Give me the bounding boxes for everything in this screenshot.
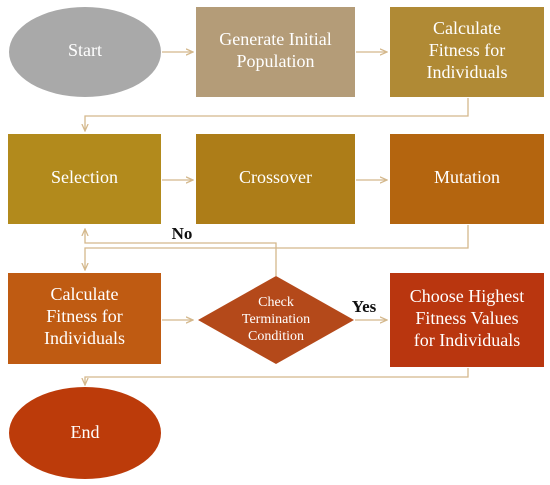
arrow-calculate-to-selection (85, 98, 469, 131)
arrow-choose-to-end (85, 368, 469, 385)
end-node: End (9, 387, 161, 479)
calculate-fitness-top-label-line: Calculate (433, 18, 501, 38)
selection-label: Selection (51, 167, 118, 187)
choose-highest-label-line: Choose Highest (410, 286, 525, 306)
calculate-fitness-bottom-label-line: Calculate (51, 284, 119, 304)
check-termination-shape (198, 276, 354, 364)
calculate-fitness-bottom-label-line: Fitness for (46, 306, 123, 326)
start-shape (9, 7, 161, 97)
generate-population-label-line: Population (236, 51, 314, 71)
calculate-fitness-top-shape (390, 7, 544, 97)
connectors (85, 52, 469, 385)
selection-node: Selection (8, 134, 161, 224)
choose-highest-label-line: for Individuals (414, 330, 520, 350)
generate-population-label-line: Generate Initial (219, 29, 331, 49)
calculate-fitness-bottom-shape (8, 273, 161, 364)
choose-highest-label-line: Fitness Values (415, 308, 518, 328)
crossover-shape (196, 134, 355, 224)
no-edge-label: No (172, 224, 193, 243)
calculate-fitness-top-label-line: Fitness for (429, 40, 506, 60)
calculate-fitness-top-label-line: Individuals (427, 62, 508, 82)
yes-edge-label: Yes (352, 297, 377, 316)
selection-shape (8, 134, 161, 224)
end-shape (9, 387, 161, 479)
start-node: Start (9, 7, 161, 97)
mutation-shape (390, 134, 544, 224)
generate-population-shape (196, 7, 355, 97)
check-termination-label-line: Check (258, 295, 294, 310)
check-termination-label-line: Termination (242, 312, 310, 327)
mutation-node: Mutation (390, 134, 544, 224)
end-label: End (71, 422, 100, 442)
arrow-check-no-to-selection (85, 229, 277, 276)
crossover-label: Crossover (239, 167, 312, 187)
crossover-node: Crossover (196, 134, 355, 224)
mutation-label: Mutation (434, 167, 500, 187)
start-label: Start (68, 40, 102, 60)
choose-highest-shape (390, 273, 544, 367)
check-termination-label-line: Condition (248, 329, 304, 344)
calculate-fitness-bottom-label-line: Individuals (44, 328, 125, 348)
